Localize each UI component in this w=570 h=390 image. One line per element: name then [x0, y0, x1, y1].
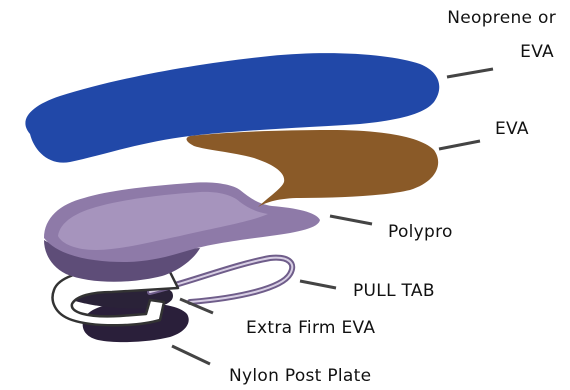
eva-leader-line: [439, 141, 480, 149]
eva-label: EVA: [495, 121, 529, 138]
neoprene-label-line2: EVA: [520, 44, 554, 61]
polypro-leader-line: [330, 216, 372, 224]
polypro-label: Polypro: [388, 224, 453, 241]
neoprene-label-line1: Neoprene or: [447, 10, 556, 27]
nylon-post-plate-label: Nylon Post Plate: [229, 368, 371, 385]
nylon-leader-line: [172, 346, 210, 364]
pull-tab-leader-line: [300, 281, 336, 288]
extra-firm-eva-label: Extra Firm EVA: [246, 320, 375, 337]
neoprene-leader-line: [447, 69, 493, 77]
pull-tab-label: PULL TAB: [353, 283, 435, 300]
